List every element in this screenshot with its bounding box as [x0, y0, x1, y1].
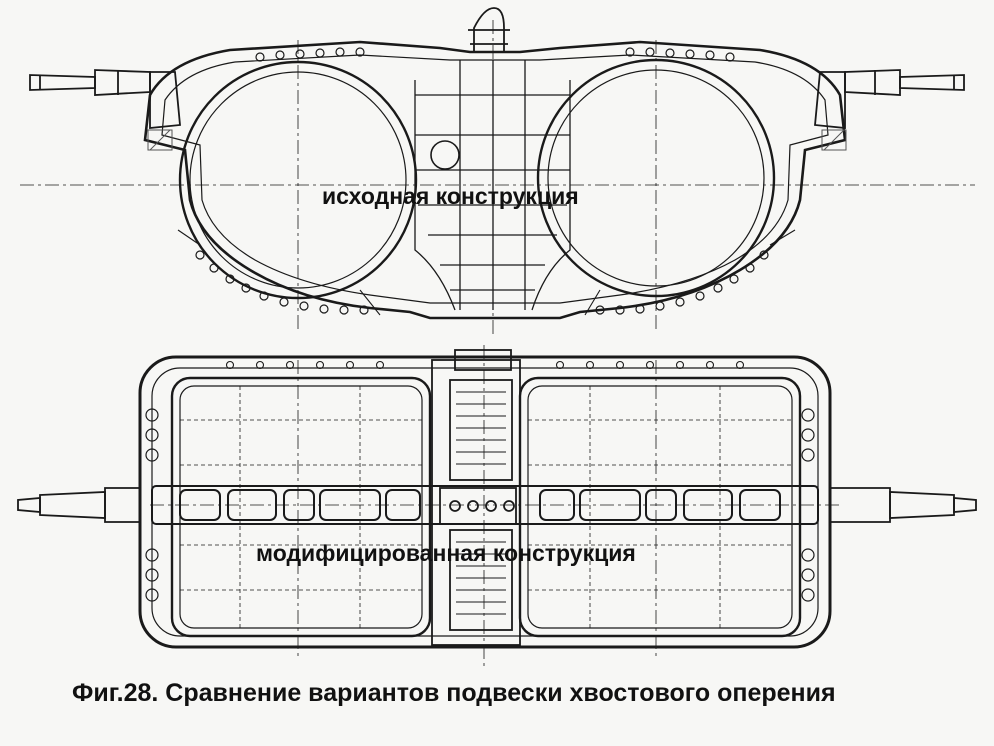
original-left-chamber [178, 60, 418, 300]
original-centerlines [20, 20, 975, 335]
original-top-mast [468, 7, 510, 52]
original-left-shaft [29, 69, 181, 129]
modified-design-label: модифицированная конструкция [256, 540, 636, 566]
modified-left-chamber [170, 376, 432, 638]
original-bottom-rivets [195, 250, 769, 315]
modified-right-chamber [518, 376, 802, 638]
modified-right-shaft [829, 487, 977, 523]
original-design-label: исходная конструкция [322, 183, 579, 209]
modified-inner-grid [180, 386, 792, 628]
original-side-blocks [147, 129, 847, 151]
figure-caption: Фиг.28. Сравнение вариантов подвески хво… [72, 679, 836, 707]
modified-centerlines [150, 345, 840, 670]
original-design-section [20, 7, 975, 335]
original-bottom-ribs [177, 229, 796, 316]
modified-design-section [17, 345, 977, 670]
modified-left-shaft [17, 487, 141, 523]
modified-left-rivets [145, 408, 159, 602]
original-center-web [414, 60, 571, 311]
original-right-shaft [814, 69, 965, 129]
modified-top-rivets [225, 360, 745, 370]
modified-fitting-ribs [456, 391, 506, 615]
original-top-rivets [255, 47, 735, 62]
modified-center-fitting [431, 349, 521, 646]
modified-outer-shell [138, 355, 832, 649]
modified-right-rivets [801, 408, 815, 602]
original-center-hole [430, 140, 460, 170]
original-right-chamber [536, 58, 776, 298]
